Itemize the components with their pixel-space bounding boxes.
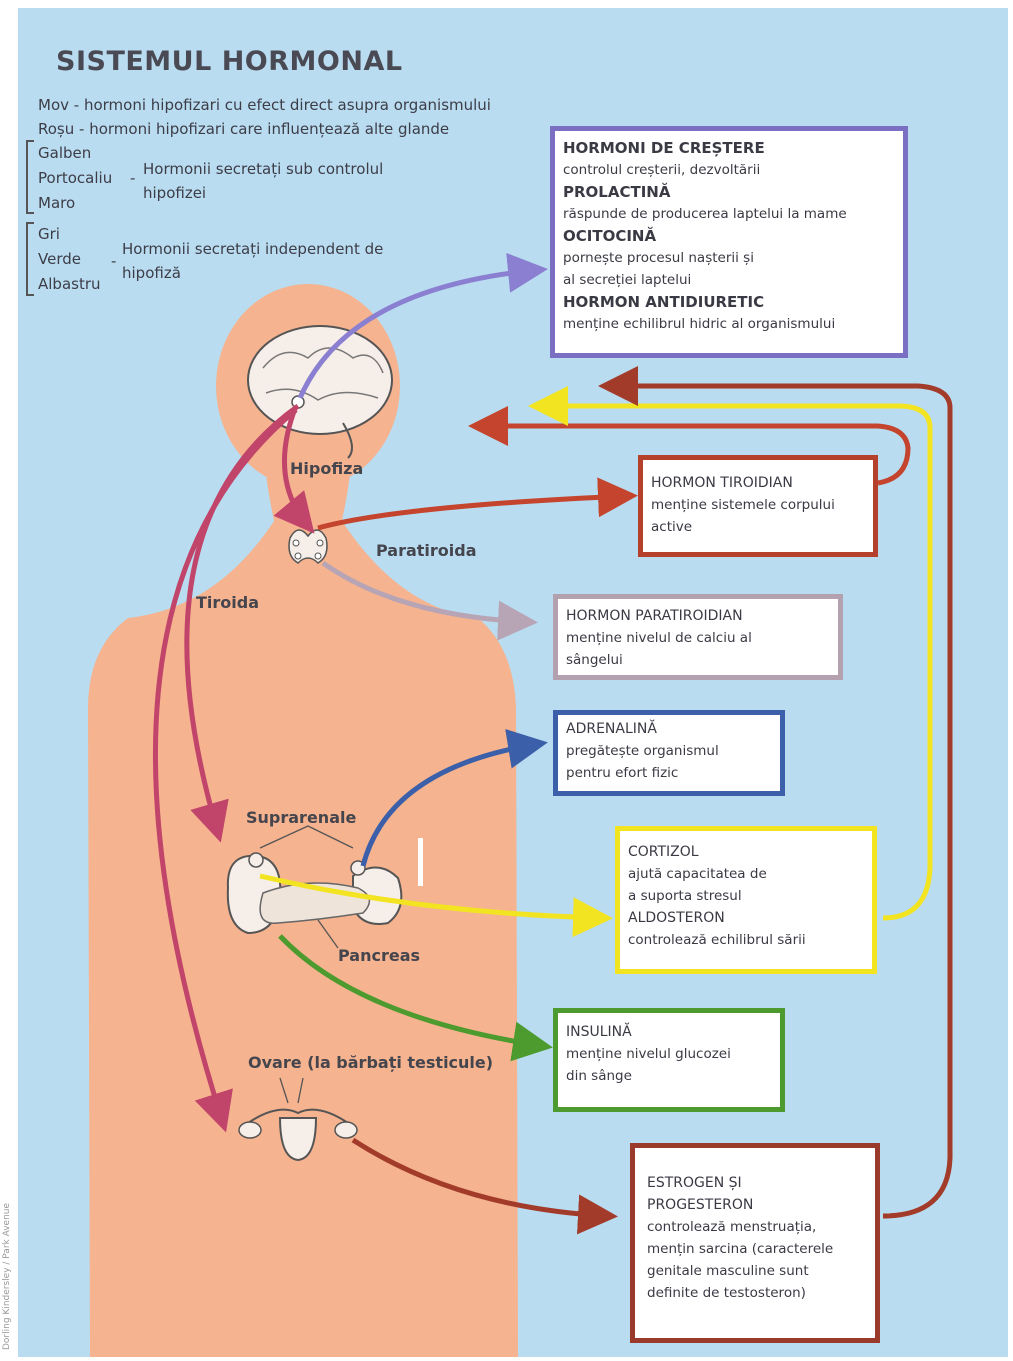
adrenaline-box: ADRENALINĂ pregătește organismul pentru … — [553, 710, 785, 796]
insulin-title: INSULINĂ — [566, 1021, 772, 1043]
parathyroid-hormone-desc-2: sângelui — [566, 649, 830, 671]
thyroid-arrow — [318, 496, 628, 528]
legend-color-yellow: Galben — [38, 144, 91, 162]
legend-dash-2: - — [111, 252, 116, 270]
legend-line-red: Roșu - hormoni hipofizari care influențe… — [38, 120, 449, 138]
thyroid-hormone-desc-2: active — [651, 516, 865, 538]
adrenaline-desc-1: pregătește organismul — [566, 740, 772, 762]
legend-text-2b: hipofiză — [122, 264, 181, 282]
estrogen-title-1: ESTROGEN ȘI — [647, 1172, 863, 1194]
page-title: SISTEMUL HORMONAL — [56, 46, 403, 77]
estrogen-progesterone-box: ESTROGEN ȘI PROGESTERON controlează mens… — [630, 1143, 880, 1343]
thyroid-hormone-box: HORMON TIROIDIAN menține sistemele corpu… — [638, 455, 878, 557]
legend-bracket-1 — [26, 140, 34, 214]
thyroid-hormone-title: HORMON TIROIDIAN — [651, 472, 865, 494]
thyroid-hormone-desc-1: menține sistemele corpului — [651, 494, 865, 516]
label-pancreas: Pancreas — [338, 946, 420, 965]
adh-desc: menține echilibrul hidric al organismulu… — [563, 313, 895, 335]
legend-color-brown: Maro — [38, 194, 75, 212]
oxytocin-title: OCITOCINĂ — [563, 225, 895, 247]
oxytocin-desc-2: al secreției laptelui — [563, 269, 895, 291]
insulin-desc-1: menține nivelul glucozei — [566, 1043, 772, 1065]
label-suprarenale: Suprarenale — [246, 808, 356, 827]
estrogen-desc-3: genitale masculine sunt — [647, 1260, 863, 1282]
parathyroid-hormone-desc-1: menține nivelul de calciu al — [566, 627, 830, 649]
pituitary-hormones-box: HORMONI DE CREȘTERE controlul creșterii,… — [550, 126, 908, 358]
side-credit: Dorling Kindersley / Park Avenue — [2, 1100, 12, 1350]
legend-bracket-2 — [26, 222, 34, 296]
estrogen-desc-2: mențin sarcina (caracterele — [647, 1238, 863, 1260]
prolactin-desc: răspunde de producerea laptelui la mame — [563, 203, 895, 225]
insulin-desc-2: din sânge — [566, 1065, 772, 1087]
estrogen-desc-1: controlează menstruația, — [647, 1216, 863, 1238]
diagram-panel: SISTEMUL HORMONAL Mov - hormoni hipofiza… — [18, 8, 1008, 1357]
parathyroid-hormone-box: HORMON PARATIROIDIAN menține nivelul de … — [553, 594, 843, 680]
oxytocin-desc-1: pornește procesul nașterii și — [563, 247, 895, 269]
cortisol-box: CORTIZOL ajută capacitatea de a suporta … — [615, 826, 877, 974]
adh-title: HORMON ANTIDIURETIC — [563, 291, 895, 313]
cortisol-desc-1: ajută capacitatea de — [628, 863, 864, 885]
parathyroid-hormone-title: HORMON PARATIROIDIAN — [566, 605, 830, 627]
legend-text-1b: hipofizei — [143, 184, 206, 202]
label-hipofiza: Hipofiza — [290, 459, 363, 478]
estrogen-desc-4: definite de testosteron) — [647, 1282, 863, 1304]
legend-color-grey: Gri — [38, 225, 60, 243]
cortisol-desc-2: a suporta stresul — [628, 885, 864, 907]
cortisol-title: CORTIZOL — [628, 841, 864, 863]
legend-line-purple: Mov - hormoni hipofizari cu efect direct… — [38, 96, 491, 114]
legend-text-1a: Hormonii secretați sub controlul — [143, 160, 383, 178]
thyroid-illustration — [289, 530, 327, 563]
label-ovare: Ovare (la bărbați testicule) — [248, 1053, 493, 1072]
aldosterone-title: ALDOSTERON — [628, 907, 864, 929]
legend-color-green: Verde — [38, 250, 81, 268]
label-tiroida: Tiroida — [196, 593, 259, 612]
legend-text-2a: Hormonii secretați independent de — [122, 240, 383, 258]
aldosterone-desc: controlează echilibrul sării — [628, 929, 864, 951]
adrenaline-title: ADRENALINĂ — [566, 718, 772, 740]
estrogen-title-2: PROGESTERON — [647, 1194, 863, 1216]
legend-color-orange: Portocaliu — [38, 169, 112, 187]
insulin-box: INSULINĂ menține nivelul glucozei din sâ… — [553, 1008, 785, 1112]
adrenaline-desc-2: pentru efort fizic — [566, 762, 772, 784]
prolactin-title: PROLACTINĂ — [563, 181, 895, 203]
growth-hormone-title: HORMONI DE CREȘTERE — [563, 137, 895, 159]
growth-hormone-desc: controlul creșterii, dezvoltării — [563, 159, 895, 181]
label-paratiroida: Paratiroida — [376, 541, 477, 560]
legend-dash-1: - — [130, 169, 135, 187]
legend-color-blue: Albastru — [38, 275, 101, 293]
